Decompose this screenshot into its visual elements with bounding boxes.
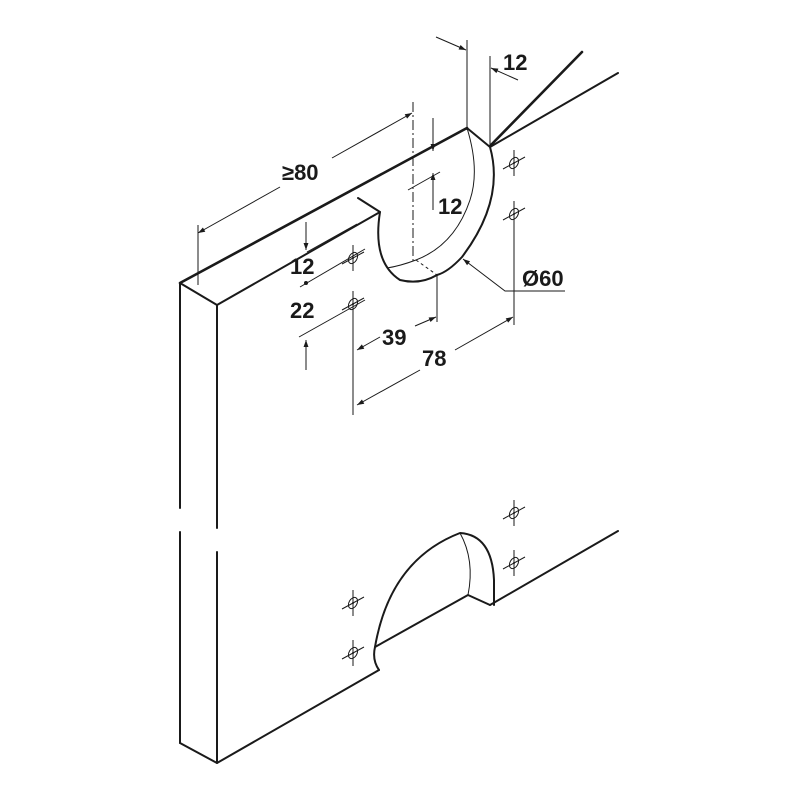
dim-hole-spacing-horizontal: 78 [422, 346, 446, 371]
hole-marker [502, 150, 526, 176]
dim-top-offset: 12 [503, 50, 527, 75]
dim-hole-offset-vertical: 12 [290, 254, 314, 279]
panel-outline [178, 50, 619, 764]
hole-marker [341, 590, 365, 616]
dim-cutout-diameter: Ø60 [522, 266, 564, 291]
dimension-labels: ≥80 12 12 12 22 39 78 Ø60 [282, 50, 564, 371]
hole-marker [341, 245, 365, 271]
hole-marker [502, 500, 526, 526]
dim-hole-offset-horizontal: 39 [382, 325, 406, 350]
dim-center-offset: 12 [438, 194, 462, 219]
top-cutout [357, 127, 495, 283]
hole-marker [502, 201, 526, 227]
hole-marker [502, 550, 526, 576]
bottom-cutout [373, 532, 495, 671]
drill-holes [341, 150, 526, 666]
panel-bottom-edge [179, 530, 619, 764]
hole-marker [341, 640, 365, 666]
dim-hole-spacing-vertical: 22 [290, 298, 314, 323]
panel-top-back-edge [178, 50, 584, 285]
panel-top-front-edge [179, 72, 619, 306]
dimension-lines [197, 36, 565, 406]
extension-lines [197, 40, 515, 415]
dim-min-edge-distance: ≥80 [282, 160, 319, 185]
